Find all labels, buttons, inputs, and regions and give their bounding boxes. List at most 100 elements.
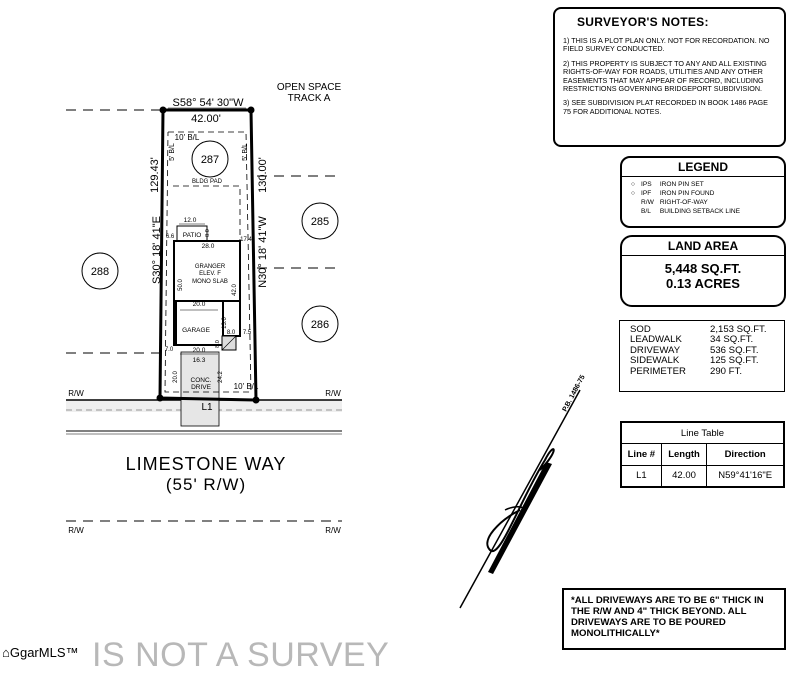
garage-label: GARAGE: [182, 327, 210, 334]
line-table-header: Length: [660, 443, 708, 466]
legend-row: ○ IPS IRON PIN SET: [628, 180, 743, 189]
legend-box: LEGEND ○ IPS IRON PIN SET ○ IPF IRON PIN…: [620, 156, 786, 228]
row-label: R/W: [68, 526, 84, 535]
entry-step-hatch: [221, 335, 237, 351]
legend-code: IPS: [640, 181, 652, 188]
surveyors-notes-box: SURVEYOR'S NOTES: 1) THIS IS A PLOT PLAN…: [553, 7, 786, 147]
area-label: PERIMETER: [630, 365, 686, 377]
land-area-box: LAND AREA 5,448 SQ.FT. 0.13 ACRES: [620, 235, 786, 307]
area-value: 290 FT.: [710, 365, 742, 377]
garage-width: 20.0: [193, 301, 206, 308]
area-label: SIDEWALK: [630, 355, 680, 367]
line-table-header: Line #: [621, 443, 662, 466]
track-label: TRACK A: [288, 93, 331, 104]
drive-setback-right: 24.2: [218, 371, 224, 383]
line-table: Line Table Line # Length Direction L1 42…: [621, 421, 784, 488]
neighbor-lot: 286: [311, 319, 329, 331]
line-table-cell: L1: [621, 464, 662, 488]
surveyor-note: 3) SEE SUBDIVISION PLAT RECORDED IN BOOK…: [563, 98, 768, 116]
area-breakdown-box: SOD 2,153 SQ.FT. LEADWALK 34 SQ.FT. DRIVEW…: [619, 320, 785, 392]
mls-logo: ⌂GgarMLS™: [2, 645, 79, 660]
garage-depth: 13.0: [222, 317, 228, 329]
driveway: [180, 351, 220, 427]
lot-number: 287: [201, 154, 219, 166]
area-label: LEADWALK: [630, 334, 682, 346]
area-row: PERIMETER 290 FT.: [626, 365, 771, 377]
legend-title: LEGEND: [622, 160, 784, 177]
house-icon: ⌂: [2, 645, 10, 660]
legend-code: IPF: [640, 190, 652, 197]
garage-bottom: 20.0: [193, 347, 206, 354]
house-right-offset: 17.4: [240, 237, 252, 243]
surveyor-note: 2) THIS PROPERTY IS SUBJECT TO ANY AND A…: [563, 58, 767, 94]
row-label: R/W: [325, 389, 341, 398]
lot-286-circle: [301, 305, 339, 343]
iron-pin: [156, 394, 164, 402]
watermark-text: IS NOT A SURVEY: [92, 636, 390, 674]
lot-287-circle: [191, 140, 229, 178]
house-label: ELEV. F: [199, 271, 221, 277]
driveway-note-box: *ALL DRIVEWAYS ARE TO BE 6" THICK IN THE…: [562, 588, 786, 650]
land-area-sqft: 5,448 SQ.FT.: [664, 261, 742, 276]
drive-setback-left: 20.0: [173, 371, 179, 383]
step-depth: 8.0: [215, 340, 221, 348]
area-label: SOD: [630, 324, 651, 335]
north-arrow: P.B. 1486-75: [459, 374, 587, 609]
area-label: DRIVEWAY: [630, 344, 681, 356]
area-value: 34 SQ.FT.: [710, 334, 754, 346]
open-space-label: OPEN SPACE: [277, 82, 342, 93]
line-table-cell: N59°41'16"E: [706, 464, 784, 488]
side-setback-right: 5' B/L: [242, 143, 249, 161]
legend-desc: RIGHT-OF-WAY: [659, 199, 708, 206]
house-footprint-lower: [173, 301, 176, 346]
area-value: 2,153 SQ.FT.: [710, 324, 767, 335]
setback-line: [164, 131, 252, 393]
surveyor-note: 1) THIS IS A PLOT PLAN ONLY. NOT FOR REC…: [563, 36, 770, 54]
patio-label: PATIO: [183, 232, 202, 239]
building-pad-outline: [173, 185, 241, 242]
drive-label: CONC.: [191, 377, 212, 384]
legend-desc: IRON PIN SET: [659, 181, 704, 188]
iron-pin: [252, 396, 260, 404]
patio-width: 12.0: [184, 217, 197, 224]
left-offset: 7.0: [165, 347, 174, 353]
front-setback: 10' B/L: [234, 382, 259, 391]
area-row: SOD 2,153 SQ.FT.: [626, 324, 771, 335]
legend-row: ○ IPF IRON PIN FOUND: [628, 189, 743, 198]
row-label: R/W: [68, 389, 84, 398]
north-arrow-label: P.B. 1486-75: [562, 374, 587, 413]
right-bearing: N30° 18' 41"W: [257, 216, 269, 288]
legend-table: ○ IPS IRON PIN SET ○ IPF IRON PIN FOUND …: [628, 180, 743, 216]
house-offset: 6.6: [166, 234, 175, 240]
garage-footprint: [175, 300, 224, 346]
drive-width: 16.3: [193, 357, 206, 364]
logo-text: GgarMLS™: [9, 645, 79, 660]
building-pad-label: BLDG PAD: [192, 179, 223, 185]
lot-288-circle: [81, 252, 119, 290]
house-label: MONO SLAB: [192, 279, 228, 285]
legend-row: B/L BUILDING SETBACK LINE: [628, 207, 743, 216]
house-width: 28.0: [202, 243, 215, 250]
area-row: SIDEWALK 125 SQ.FT.: [626, 355, 771, 367]
area-value: 125 SQ.FT.: [710, 355, 759, 367]
line-table-row: L1 42.00 N59°41'16"E: [621, 464, 784, 488]
legend-row: R/W RIGHT-OF-WAY: [628, 198, 743, 207]
legend-desc: IRON PIN FOUND: [659, 190, 715, 197]
surveyors-notes-title: SURVEYOR'S NOTES:: [577, 15, 709, 29]
line-table-cell: 42.00: [660, 464, 708, 488]
row-label: R/W: [325, 526, 341, 535]
open-circle-icon: ○: [631, 190, 635, 197]
line-table-header: Direction: [706, 443, 784, 466]
patio-depth: 8.0: [205, 229, 211, 237]
house-label: GRANGER: [195, 264, 226, 270]
land-area-acres: 0.13 ACRES: [666, 276, 740, 291]
driveway-note: *ALL DRIVEWAYS ARE TO BE 6" THICK IN THE…: [571, 595, 764, 639]
rear-setback: 10' B/L: [175, 133, 200, 142]
area-breakdown-table: SOD 2,153 SQ.FT. LEADWALK 34 SQ.FT. DRIVEW…: [626, 324, 771, 377]
left-bearing: S30° 18' 41"E: [151, 216, 163, 284]
neighbor-lot: 288: [91, 266, 109, 278]
step-width: 8.0: [227, 330, 236, 336]
street-row: (55' R/W): [166, 475, 246, 494]
legend-code: B/L: [640, 208, 651, 215]
